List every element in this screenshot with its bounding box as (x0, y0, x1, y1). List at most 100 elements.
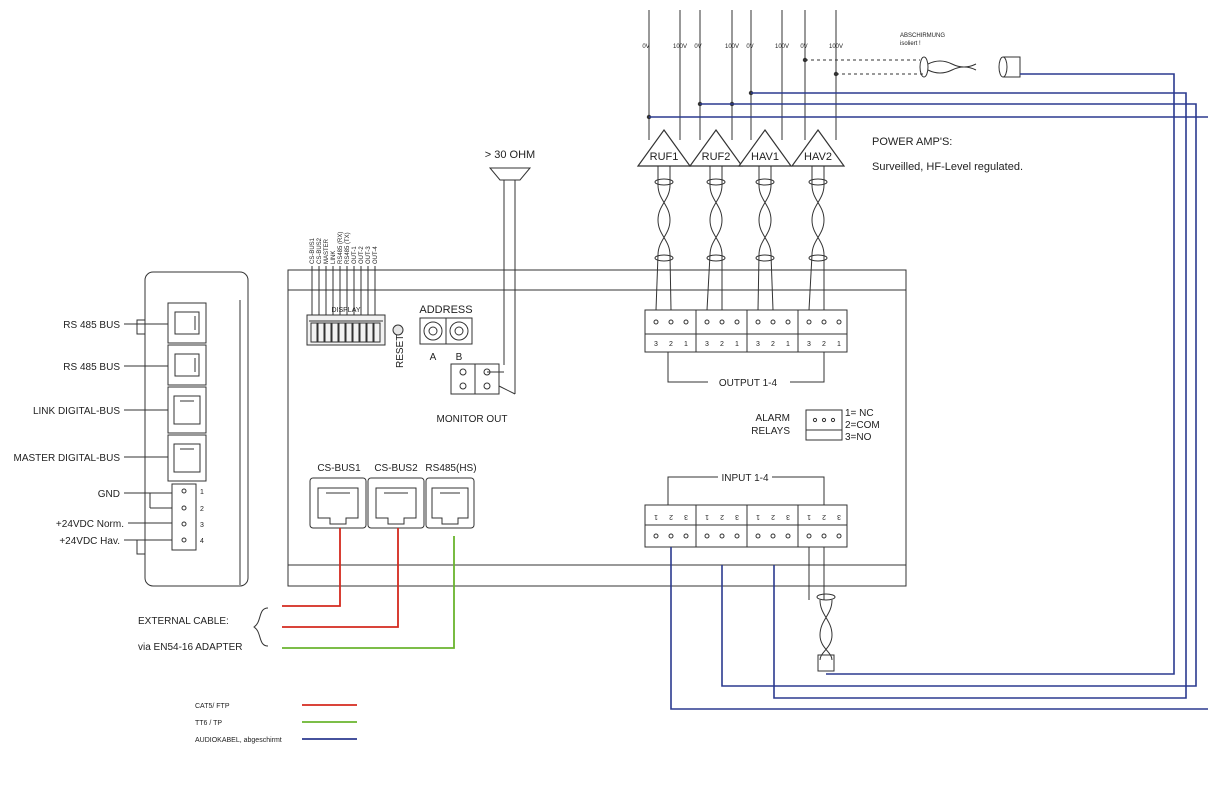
amp-label: HAV2 (804, 151, 832, 163)
left-module-clip (136, 539, 146, 555)
bus-port-label: CS-BUS1 (317, 463, 361, 474)
svg-text:1: 1 (756, 513, 760, 520)
left-module (124, 271, 249, 587)
external-cable-via-label: via EN54-16 ADAPTER (138, 642, 243, 653)
power-label: GND (98, 489, 120, 500)
terminal-number: 3 (200, 522, 204, 529)
led-label: RS485 (RX) (338, 232, 344, 264)
terminal-number: 1 (200, 489, 204, 496)
power-amps-subtitle: Surveilled, HF-Level regulated. (872, 161, 1023, 173)
port-label: RS 485 BUS (63, 320, 120, 331)
cs-bus2-cable (282, 528, 399, 628)
twisted-pair-cables (654, 166, 836, 672)
monitor-out-label: MONITOR OUT (437, 414, 508, 425)
amp-hav2-icon (790, 128, 846, 167)
external-cable-label: EXTERNAL CABLE: (138, 616, 229, 627)
alarm-relay-terminal[interactable] (805, 409, 843, 441)
voltage-labels: 0V 100V 0V 100V 0V 100V 0V 100V (642, 44, 843, 50)
output-terminals[interactable] (644, 309, 848, 353)
bus-port-label: CS-BUS2 (374, 463, 418, 474)
rs485-port-2[interactable] (167, 344, 207, 386)
svg-text:3: 3 (837, 513, 841, 520)
svg-text:2: 2 (669, 513, 673, 520)
svg-text:1: 1 (705, 513, 709, 520)
cs-bus2-port[interactable] (367, 477, 425, 529)
svg-text:2: 2 (669, 341, 673, 348)
speaker-icon (488, 167, 532, 181)
shield-note: isoliert ! (900, 41, 921, 47)
bus-port-label: RS485(HS) (425, 463, 476, 474)
svg-text:2: 2 (822, 341, 826, 348)
svg-text:2: 2 (822, 513, 826, 520)
display-segments (310, 322, 381, 343)
main-unit (287, 266, 907, 587)
master-digital-bus-port[interactable] (167, 434, 207, 482)
terminal-number: 2 (200, 506, 204, 513)
svg-text:3: 3 (786, 513, 790, 520)
speaker-impedance-label: > 30 OHM (485, 149, 535, 161)
svg-text:0V: 0V (746, 44, 753, 50)
address-b-label: B (456, 352, 463, 363)
svg-text:3: 3 (654, 341, 658, 348)
svg-text:100V: 100V (673, 44, 687, 50)
rs485-hs-port[interactable] (425, 477, 475, 529)
svg-text:3: 3 (807, 341, 811, 348)
amp-ruf2-icon (688, 128, 744, 167)
input-terminals[interactable] (644, 504, 848, 548)
led-labels: CS-BUS1 CS-BUS2 MASTER LINK RS485 (RX) R… (310, 232, 379, 264)
svg-text:3: 3 (705, 341, 709, 348)
monitor-out-terminal[interactable] (450, 363, 500, 395)
led-label: OUT-4 (373, 246, 379, 264)
legend-label: AUDIOKABEL, abgeschirmt (195, 737, 282, 744)
cs-bus1-cable (282, 528, 341, 607)
input-label: INPUT 1-4 (721, 473, 768, 484)
port-label: MASTER DIGITAL-BUS (14, 453, 121, 464)
amp-feed-dots (646, 57, 839, 120)
alarm-pin-label: 1= NC (845, 408, 874, 419)
reset-label: RESET (395, 335, 406, 368)
rs485-port-1[interactable] (167, 302, 207, 344)
led-label: LINK (331, 251, 337, 264)
external-cables (282, 528, 455, 649)
svg-text:3: 3 (756, 341, 760, 348)
legend-label: CAT5/ FTP (195, 703, 230, 710)
svg-text:3: 3 (735, 513, 739, 520)
output-label: OUTPUT 1-4 (719, 378, 778, 389)
display-label: DISPLAY (331, 307, 360, 314)
rs485-hs-cable (282, 536, 455, 649)
power-amps-title: POWER AMP'S: (872, 136, 952, 148)
shield-note: ABSCHIRMUNG (900, 33, 945, 39)
output-pin-numbers: 3 2 1 3 2 1 3 2 1 3 2 1 (654, 341, 841, 348)
svg-text:2: 2 (771, 341, 775, 348)
power-terminal-block[interactable] (171, 483, 197, 551)
cs-bus1-port[interactable] (309, 477, 367, 529)
terminal-number: 4 (200, 538, 204, 545)
port-label: LINK DIGITAL-BUS (33, 406, 120, 417)
alarm-pin-label: 2=COM (845, 420, 880, 431)
input-pin-numbers: 1 2 3 1 2 3 1 2 3 1 2 3 (654, 513, 841, 520)
port-label: RS 485 BUS (63, 362, 120, 373)
address-switch-a[interactable] (419, 317, 447, 345)
svg-text:1: 1 (807, 513, 811, 520)
alarm-pin-label: 3=NO (845, 432, 872, 443)
led-label: CS-BUS2 (317, 237, 323, 264)
svg-text:1: 1 (786, 341, 790, 348)
power-label: +24VDC Hav. (59, 536, 120, 547)
svg-text:100V: 100V (775, 44, 789, 50)
alarm-label: RELAYS (751, 426, 790, 437)
svg-text:3: 3 (684, 513, 688, 520)
address-switch-b[interactable] (445, 317, 473, 345)
led-label: OUT-1 (352, 246, 358, 264)
reset-button[interactable] (392, 324, 404, 336)
address-a-label: A (430, 352, 437, 363)
svg-text:1: 1 (654, 513, 658, 520)
led-label: MASTER (324, 238, 330, 264)
amp-ruf1-icon (636, 128, 692, 167)
speaker (487, 167, 532, 395)
alarm-label: ALARM (756, 413, 790, 424)
audio-cables (649, 73, 1208, 710)
led-label: OUT-2 (359, 246, 365, 264)
link-digital-bus-port[interactable] (167, 386, 207, 434)
